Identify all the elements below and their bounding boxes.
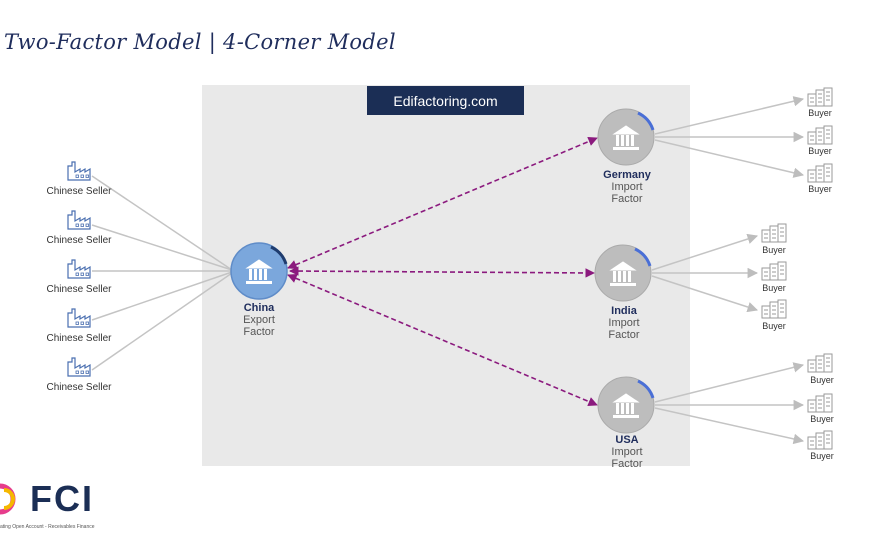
buyer-link: [651, 233, 758, 271]
buyer-label: Buyer: [808, 146, 832, 156]
seller-label: Chinese Seller: [46, 333, 112, 344]
import-factor-node-india: [594, 244, 652, 302]
seller-link: [91, 272, 233, 371]
factor-word: Factor: [611, 193, 643, 205]
factory-icon: [67, 308, 91, 328]
buyer-label: Buyer: [762, 321, 786, 331]
buyer-link: [654, 96, 805, 135]
building-icon: [761, 261, 787, 281]
buyer-label: Buyer: [810, 414, 834, 424]
import-factor-label-usa: USA Import Factor: [587, 434, 667, 470]
seller-label: Chinese Seller: [46, 382, 112, 393]
country-name: USA: [615, 434, 639, 446]
factor-role: Import: [611, 181, 643, 193]
factory-icon: [67, 161, 91, 181]
seller-link: [91, 175, 233, 271]
building-icon: [761, 299, 787, 319]
building-icon: [807, 430, 833, 450]
factor-role: Export: [243, 314, 275, 326]
buyer-label: Buyer: [808, 184, 832, 194]
factor-link-germany: [287, 136, 598, 270]
factor-link-usa: [287, 273, 598, 407]
factor-role: Import: [608, 317, 640, 329]
country-name: China: [243, 302, 275, 314]
import-factor-label-india: India Import Factor: [584, 305, 664, 341]
fci-tagline: ating Open Account - Receivables Finance: [0, 524, 95, 530]
building-icon: [807, 353, 833, 373]
country-name: Germany: [603, 169, 651, 181]
building-icon: [807, 87, 833, 107]
buyer-label: Buyer: [810, 451, 834, 461]
diagram-title: Two-Factor Model | 4-Corner Model: [4, 30, 396, 54]
building-icon: [761, 223, 787, 243]
buyer-label: Buyer: [808, 108, 832, 118]
buyer-label: Buyer: [762, 283, 786, 293]
buyer-link: [654, 139, 805, 178]
factory-icon: [67, 357, 91, 377]
import-factor-node-germany: [597, 108, 655, 166]
fci-logo: FCI: [30, 478, 94, 519]
buyer-link: [651, 275, 758, 313]
seller-label: Chinese Seller: [46, 284, 112, 295]
export-factor-label: China Export Factor: [219, 302, 299, 338]
building-icon: [807, 125, 833, 145]
import-factor-node-usa: [597, 376, 655, 434]
building-icon: [807, 393, 833, 413]
seller-label: Chinese Seller: [46, 186, 112, 197]
factory-icon: [67, 259, 91, 279]
seller-link: [91, 224, 233, 271]
factor-link-india: [289, 266, 595, 278]
building-icon: [807, 163, 833, 183]
import-factor-label-germany: Germany Import Factor: [587, 169, 667, 205]
country-name: India: [611, 305, 637, 317]
fci-logo-mark: [0, 483, 16, 515]
seller-label: Chinese Seller: [46, 235, 112, 246]
buyer-link: [654, 407, 805, 445]
seller-link: [91, 271, 233, 321]
edifactoring-banner: Edifactoring.com: [367, 86, 524, 115]
factor-word: Factor: [243, 326, 275, 338]
export-factor-node: [230, 242, 288, 300]
factor-word: Factor: [611, 458, 643, 470]
buyer-label: Buyer: [762, 245, 786, 255]
factor-word: Factor: [608, 329, 640, 341]
buyer-link: [654, 362, 805, 403]
buyer-label: Buyer: [810, 375, 834, 385]
factory-icon: [67, 210, 91, 230]
factor-role: Import: [611, 446, 643, 458]
